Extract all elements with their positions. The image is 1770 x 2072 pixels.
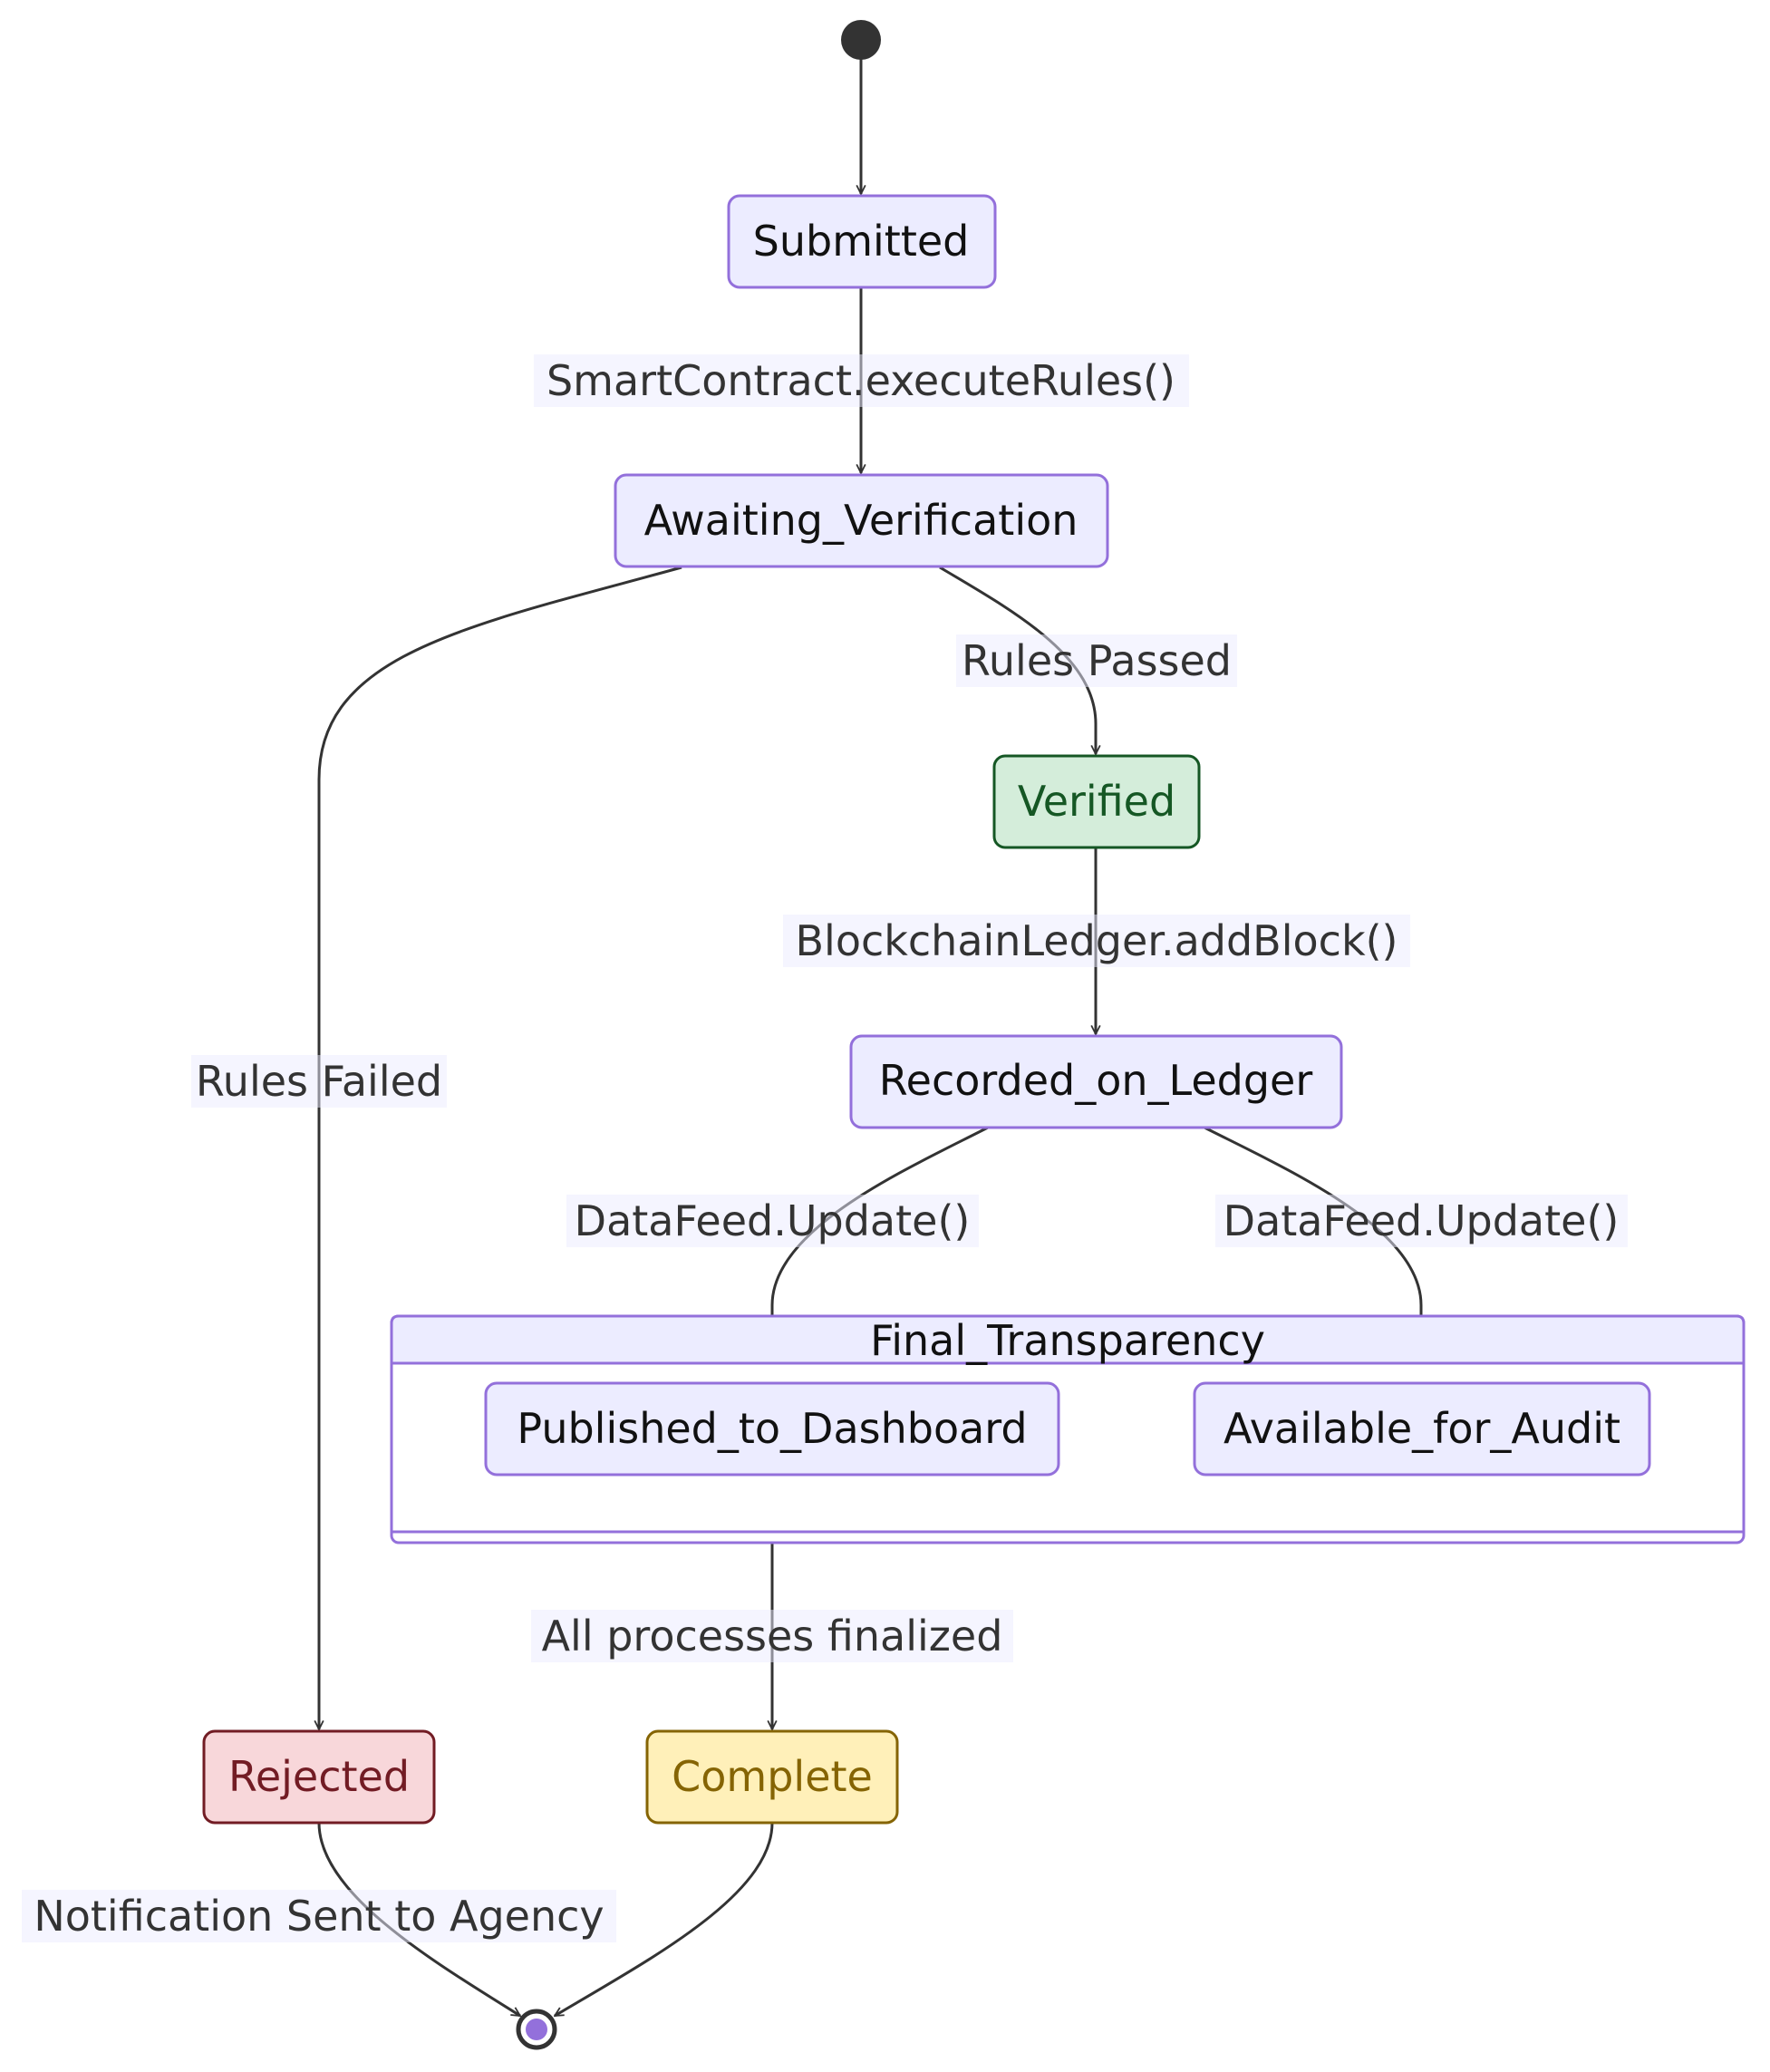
composite-final-transparency[interactable]: Final_Transparency [390, 1314, 1746, 1544]
state-label: Awaiting_Verification [644, 496, 1078, 545]
svg-text:Notification Sent to Agency: Notification Sent to Agency [34, 1892, 604, 1941]
state-label: Submitted [753, 217, 970, 266]
label-recorded-to-published: DataFeed.Update() [566, 1195, 979, 1247]
state-label: Published_to_Dashboard [517, 1404, 1027, 1453]
state-label: Verified [1018, 777, 1175, 826]
svg-text:DataFeed.Update(): DataFeed.Update() [575, 1196, 971, 1245]
label-recorded-to-audit: DataFeed.Update() [1215, 1195, 1628, 1247]
svg-text:SmartContract.executeRules(): SmartContract.executeRules() [546, 356, 1175, 405]
svg-text:Rules Failed: Rules Failed [196, 1057, 442, 1106]
state-label: Rejected [228, 1752, 410, 1801]
state-recorded-on-ledger[interactable]: Recorded_on_Ledger [849, 1034, 1343, 1129]
state-submitted[interactable]: Submitted [727, 194, 997, 289]
edge-labels: SmartContract.executeRules() Rules Passe… [22, 354, 1628, 1942]
composite-title: Final_Transparency [870, 1316, 1265, 1365]
state-verified[interactable]: Verified [992, 754, 1201, 849]
state-label: Recorded_on_Ledger [879, 1056, 1313, 1105]
start-node [841, 20, 881, 60]
state-available-for-audit[interactable]: Available_for_Audit [1193, 1381, 1651, 1477]
svg-text:BlockchainLedger.addBlock(): BlockchainLedger.addBlock() [795, 916, 1398, 965]
label-submitted-to-awaiting: SmartContract.executeRules() [534, 354, 1189, 407]
end-node [516, 2009, 557, 2050]
label-awaiting-to-rejected: Rules Failed [191, 1055, 447, 1108]
state-label: Available_for_Audit [1224, 1404, 1620, 1453]
state-awaiting-verification[interactable]: Awaiting_Verification [614, 473, 1109, 568]
state-label: Complete [672, 1752, 873, 1801]
label-final-to-complete: All processes finalized [531, 1610, 1013, 1662]
state-rejected[interactable]: Rejected [202, 1729, 436, 1825]
edge-complete-to-end [555, 1822, 774, 2018]
state-complete[interactable]: Complete [645, 1729, 899, 1825]
label-awaiting-to-verified: Rules Passed [956, 634, 1237, 687]
state-published-to-dashboard[interactable]: Published_to_Dashboard [484, 1381, 1060, 1477]
svg-text:All processes finalized: All processes finalized [542, 1612, 1003, 1661]
edge-awaiting-to-rejected [319, 566, 682, 1729]
svg-text:Rules Passed: Rules Passed [962, 636, 1232, 685]
label-rejected-to-end: Notification Sent to Agency [22, 1890, 616, 1942]
label-verified-to-recorded: BlockchainLedger.addBlock() [783, 915, 1410, 967]
svg-text:DataFeed.Update(): DataFeed.Update() [1224, 1196, 1620, 1245]
